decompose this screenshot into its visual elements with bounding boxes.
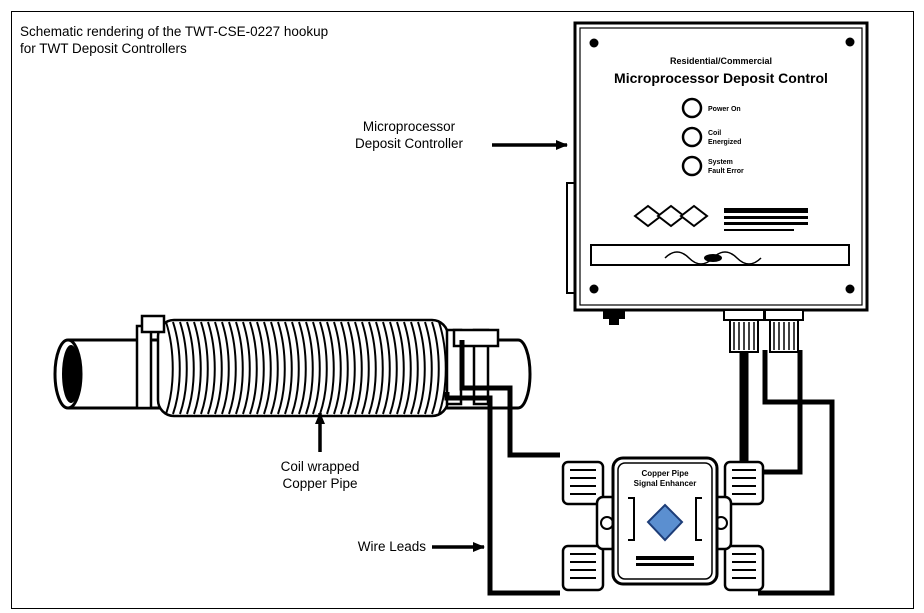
cable-gland-right (764, 309, 804, 353)
controller-title: Microprocessor Deposit Control (614, 70, 828, 86)
coil-winding (375, 321, 384, 415)
diagram-border (11, 11, 914, 609)
coil-winding (347, 321, 356, 415)
coil-winding (207, 321, 216, 415)
coil-winding (235, 321, 244, 415)
hose-clamp-left (135, 314, 166, 410)
signal-enhancer-box (561, 456, 765, 592)
cable-gland-left (723, 309, 765, 353)
coil-winding (354, 321, 363, 415)
coil-winding (333, 321, 342, 415)
caption-line2: for TWT Deposit Controllers (20, 41, 187, 56)
coil-label-line2: Copper Pipe (282, 476, 358, 491)
coil-label-line1: Coil wrapped (280, 459, 360, 474)
coil-winding (361, 321, 370, 415)
coil-winding (165, 321, 174, 415)
coil-winding (417, 321, 426, 415)
wire-leads-pipe (444, 340, 560, 596)
coil-winding (221, 321, 230, 415)
coil-winding (431, 321, 440, 415)
coil-winding (410, 321, 419, 415)
coil-winding (319, 321, 328, 415)
pipe-coil (156, 318, 450, 418)
coil-winding (249, 321, 258, 415)
coil-winding (298, 321, 307, 415)
coil-winding (242, 321, 251, 415)
coil-winding (403, 321, 412, 415)
controller-label-line1: Microprocessor (362, 119, 456, 134)
coil-winding (186, 321, 195, 415)
coil-windings (165, 321, 447, 415)
controller-indicators: Power On Coil Energized System Fault Err… (708, 106, 744, 175)
signal-box-label-line2: Signal Enhancer (634, 479, 697, 488)
coil-winding (214, 321, 223, 415)
coil-winding (172, 321, 181, 415)
coil-winding (424, 321, 433, 415)
coil-winding (382, 321, 391, 415)
controller-label-line2: Deposit Controller (354, 136, 464, 151)
callout-arrows (315, 140, 568, 552)
indicator-label: Fault Error (708, 168, 744, 175)
indicator-label: Coil (708, 130, 721, 137)
coil-winding (291, 321, 300, 415)
signal-box-label-line1: Copper Pipe (641, 469, 689, 478)
coil-winding (263, 321, 272, 415)
indicator-label: Energized (708, 139, 741, 146)
coil-winding (193, 321, 202, 415)
coil-winding (200, 321, 209, 415)
wire-leads-label: Wire Leads (357, 539, 426, 554)
coil-winding (396, 321, 405, 415)
indicator-label: System (708, 159, 733, 166)
coil-winding (389, 321, 398, 415)
coil-winding (326, 321, 335, 415)
coil-winding (340, 321, 349, 415)
deposit-controller-box (566, 21, 869, 325)
coil-winding (284, 321, 293, 415)
coil-winding (312, 321, 321, 415)
coil-winding (270, 321, 279, 415)
coil-winding (228, 321, 237, 415)
coil-winding (368, 321, 377, 415)
controller-subtitle: Residential/Commercial (670, 56, 772, 66)
indicator-label: Power On (708, 106, 741, 113)
coil-winding (179, 321, 188, 415)
coil-winding (256, 321, 265, 415)
coil-winding (277, 321, 286, 415)
coil-winding (305, 321, 314, 415)
caption-line1: Schematic rendering of the TWT-CSE-0227 … (20, 24, 329, 39)
